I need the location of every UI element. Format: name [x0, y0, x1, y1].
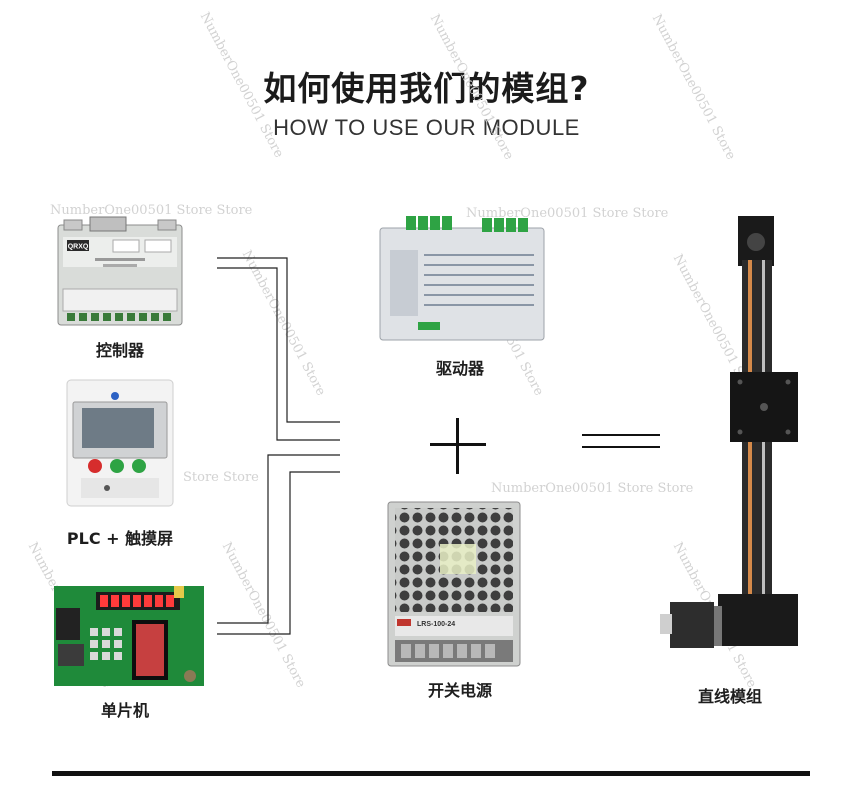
mcu-board-image — [54, 586, 204, 686]
page-subtitle: HOW TO USE OUR MODULE — [273, 115, 580, 140]
bottom-divider — [52, 771, 810, 776]
plc-touchscreen-image — [66, 379, 174, 507]
driver-image — [379, 216, 545, 341]
mcu-label: 单片机 — [100, 701, 149, 720]
controller-image: QRXQ — [57, 216, 183, 326]
watermark-text: Store Store — [183, 470, 259, 485]
connector-lines — [217, 257, 340, 635]
watermark-text: NumberOne00501 Store Store — [466, 206, 669, 221]
linear-module-image — [660, 216, 798, 648]
module-label: 直线模组 — [697, 687, 762, 706]
page-title: 如何使用我们的模组? — [263, 69, 590, 108]
watermark-text: NumberOne00501 Store Store — [50, 203, 253, 218]
driver-label: 驱动器 — [435, 359, 484, 378]
equals-sign — [582, 432, 660, 452]
controller-brand: QRXQ — [68, 244, 89, 251]
power-supply-image: LRS-100-24 — [387, 501, 521, 667]
power-model: LRS-100-24 — [417, 621, 455, 628]
plc-label: PLC + 触摸屏 — [66, 529, 174, 548]
controller-label: 控制器 — [95, 341, 144, 360]
power-label: 开关电源 — [427, 681, 492, 700]
watermark-text: NumberOne00501 Store Store — [491, 481, 694, 496]
plus-sign — [430, 418, 486, 474]
